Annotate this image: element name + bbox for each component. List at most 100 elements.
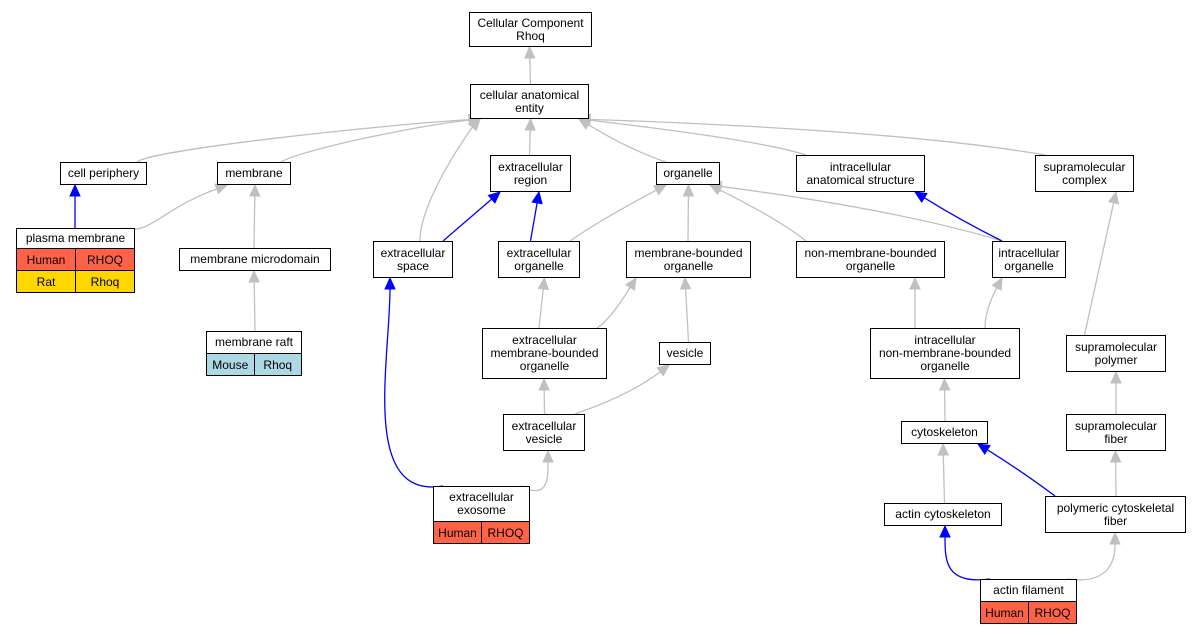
- go-term-mem-microdomain[interactable]: membrane microdomain: [179, 248, 331, 271]
- go-term-label: cellular anatomical entity: [479, 87, 580, 115]
- go-term-ec-organelle[interactable]: extracellular organelle: [498, 241, 580, 278]
- go-term-ec-region[interactable]: extracellular region: [490, 155, 571, 192]
- go-term-label: non-membrane-bounded organelle: [804, 245, 937, 273]
- go-term-label: extracellular space: [380, 245, 446, 273]
- edge-actin-cytoskeleton-to-cytoskeleton: [942, 454, 946, 504]
- edge-ic-nmb-organelle-to-ic-organelle: [984, 287, 998, 329]
- arrowhead-icon: [214, 183, 229, 195]
- arrowhead-icon: [939, 524, 951, 538]
- edge-poly-cyto-fiber-to-cytoskeleton: [987, 449, 1056, 497]
- ortholog-row: Mouse Rhoq: [207, 353, 301, 375]
- go-term-label: plasma membrane: [25, 231, 126, 245]
- go-term-ec-mb-organelle[interactable]: extracellular membrane-bounded organelle: [482, 328, 607, 379]
- go-term-label: membrane raft: [214, 335, 294, 349]
- go-term-cytoskeleton[interactable]: cytoskeleton: [901, 421, 988, 444]
- arrowhead-icon: [1109, 531, 1121, 545]
- go-term-label: extracellular organelle: [506, 245, 572, 273]
- go-term-label: Cellular Component Rhoq: [477, 15, 584, 43]
- go-term-label: extracellular membrane-bounded organelle: [490, 333, 599, 373]
- arrowhead-icon: [1110, 370, 1122, 384]
- edge-entity-to-root: [529, 57, 532, 85]
- ortholog-species: Rat: [36, 274, 56, 289]
- arrowhead-icon: [524, 45, 536, 59]
- go-term-ec-vesicle[interactable]: extracellular vesicle: [503, 414, 585, 451]
- edge-nmb-organelle-to-organelle: [719, 189, 807, 242]
- arrowhead-icon: [679, 276, 692, 290]
- go-term-vesicle[interactable]: vesicle: [659, 342, 711, 365]
- edge-ec-organelle-to-organelle: [569, 189, 657, 242]
- arrowhead-icon: [249, 183, 261, 197]
- go-term-poly-cyto-fiber[interactable]: polymeric cytoskeletal fiber: [1045, 496, 1186, 533]
- arrowhead-icon: [913, 191, 928, 203]
- go-term-organelle[interactable]: organelle: [656, 162, 720, 185]
- edge-ec-mb-organelle-to-ec-organelle: [538, 288, 544, 329]
- go-term-ec-space[interactable]: extracellular space: [373, 241, 453, 278]
- ortholog-gene[interactable]: RHOQ: [75, 249, 134, 270]
- arrowhead-icon: [991, 276, 1003, 291]
- arrowhead-icon: [531, 190, 543, 205]
- edge-organelle-to-entity: [588, 124, 667, 163]
- arrowhead-icon: [625, 276, 637, 291]
- go-term-root[interactable]: Cellular Component Rhoq: [469, 12, 592, 47]
- edge-plasma-membrane-to-membrane: [124, 188, 217, 230]
- arrowhead-icon: [1107, 190, 1120, 205]
- go-term-label: extracellular vesicle: [511, 418, 577, 446]
- ortholog-species: Mouse: [212, 357, 249, 372]
- go-term-ic-organelle[interactable]: intracellular organelle: [992, 241, 1066, 278]
- ortholog-gene[interactable]: RHOQ: [1028, 602, 1076, 623]
- edge-ec-exosome-to-ec-space: [384, 288, 444, 488]
- go-term-actin-cytoskeleton[interactable]: actin cytoskeleton: [884, 503, 1002, 526]
- arrowhead-icon: [656, 364, 670, 377]
- go-term-label: vesicle: [666, 346, 704, 360]
- go-term-supra-fiber[interactable]: supramolecular fiber: [1066, 414, 1166, 451]
- ortholog-row: Rat Rhoq: [17, 270, 134, 292]
- arrowhead-icon: [909, 276, 921, 290]
- arrowhead-icon: [538, 377, 550, 391]
- arrowhead-icon: [487, 191, 501, 204]
- arrowhead-icon: [938, 377, 951, 391]
- edge-membrane-to-entity: [280, 119, 470, 163]
- go-term-supra-complex[interactable]: supramolecular complex: [1035, 155, 1134, 192]
- go-term-label: intracellular organelle: [998, 245, 1060, 273]
- go-term-membrane[interactable]: membrane: [217, 162, 291, 185]
- go-term-ic-nmb-organelle[interactable]: intracellular non-membrane-bounded organ…: [870, 328, 1020, 379]
- go-term-supra-polymer[interactable]: supramolecular polymer: [1066, 335, 1166, 372]
- go-term-label: extracellular exosome: [449, 490, 514, 517]
- edge-ec-organelle-to-ec-region: [529, 202, 538, 242]
- edge-mem-microdomain-to-membrane: [253, 195, 256, 249]
- go-term-mb-organelle[interactable]: membrane-bounded organelle: [626, 241, 751, 278]
- edge-membrane-raft-to-mem-microdomain: [253, 281, 256, 332]
- arrowhead-icon: [1109, 449, 1122, 463]
- arrowhead-icon: [69, 183, 81, 197]
- go-term-cell-periphery[interactable]: cell periphery: [60, 162, 147, 185]
- edge-ec-vesicle-to-vesicle: [574, 371, 661, 415]
- arrowhead-icon: [682, 183, 695, 197]
- go-term-label: intracellular non-membrane-bounded organ…: [878, 333, 1012, 373]
- go-term-ic-structure[interactable]: intracellular anatomical structure: [796, 155, 925, 192]
- go-term-label: membrane: [225, 166, 283, 180]
- go-term-label: supramolecular fiber: [1074, 418, 1158, 446]
- go-term-label: extracellular region: [498, 159, 563, 187]
- go-term-nmb-organelle[interactable]: non-membrane-bounded organelle: [796, 241, 945, 278]
- edge-cell-periphery-to-entity: [136, 119, 470, 163]
- arrowhead-icon: [653, 184, 668, 196]
- go-term-label: intracellular anatomical structure: [806, 159, 915, 187]
- ortholog-gene[interactable]: Rhoq: [75, 271, 134, 292]
- ortholog-gene[interactable]: Rhoq: [253, 354, 302, 375]
- ortholog-gene[interactable]: RHOQ: [481, 522, 529, 543]
- arrowhead-icon: [524, 117, 536, 131]
- go-term-label: organelle: [663, 166, 713, 180]
- arrowhead-icon: [248, 269, 260, 283]
- go-term-label: cytoskeleton: [911, 425, 978, 439]
- edge-ec-space-to-ec-region: [442, 198, 493, 242]
- go-term-entity[interactable]: cellular anatomical entity: [470, 84, 589, 119]
- edge-ec-region-to-entity: [528, 129, 531, 156]
